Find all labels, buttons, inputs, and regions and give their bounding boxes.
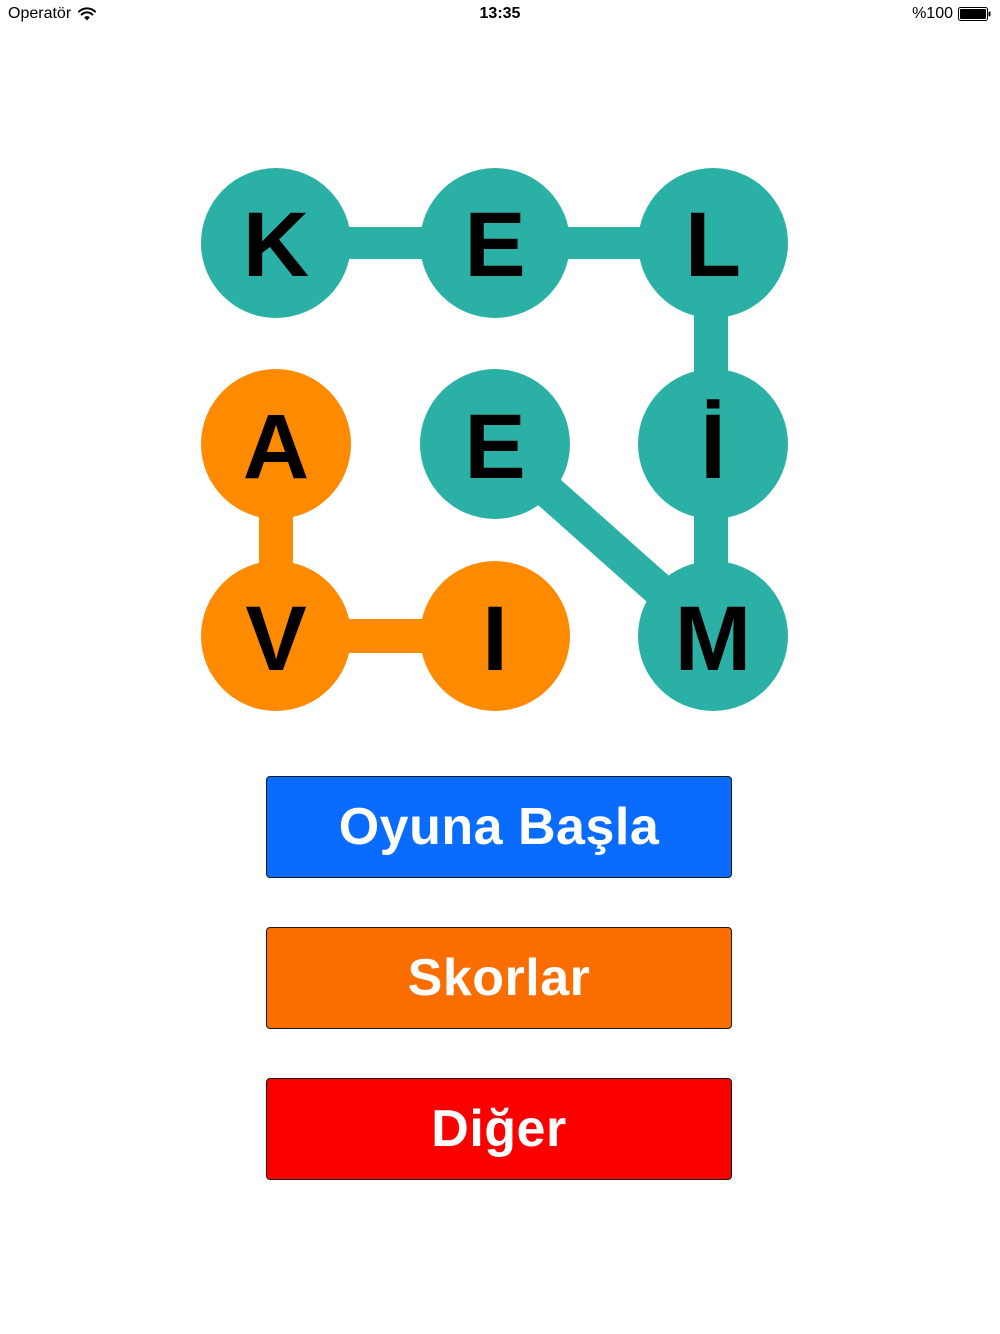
letter-v: V (201, 561, 351, 711)
battery-percent: %100 (912, 5, 953, 22)
letter-e-middle: E (420, 369, 570, 519)
status-left: Operatör (8, 5, 97, 23)
letter-i-dotted-char: İ (700, 396, 726, 498)
letter-a-char: A (243, 396, 309, 498)
carrier-label: Operatör (8, 5, 72, 22)
letter-l-char: L (685, 194, 741, 296)
letter-i-char: I (482, 588, 508, 690)
letter-a: A (201, 369, 351, 519)
letter-k-char: K (243, 194, 309, 296)
other-label: Diğer (431, 1100, 567, 1158)
wifi-icon (78, 7, 97, 21)
letter-l: L (638, 168, 788, 318)
letter-i: I (420, 561, 570, 711)
status-bar: Operatör 13:35 %100 (0, 0, 1000, 30)
battery-icon (958, 7, 991, 21)
letter-m-char: M (675, 588, 752, 690)
status-time: 13:35 (479, 5, 521, 22)
letter-e-middle-char: E (464, 396, 525, 498)
kelavim-logo: K E L A E İ V I M (201, 168, 788, 711)
letter-e-top: E (420, 168, 570, 318)
start-game-button[interactable]: Oyuna Başla (266, 776, 732, 878)
letter-e-top-char: E (464, 194, 525, 296)
letter-k: K (201, 168, 351, 318)
scores-label: Skorlar (407, 949, 591, 1007)
other-button[interactable]: Diğer (266, 1078, 732, 1180)
letter-v-char: V (245, 588, 306, 690)
status-right: %100 (912, 5, 992, 23)
letter-m: M (638, 561, 788, 711)
scores-button[interactable]: Skorlar (266, 927, 732, 1029)
letter-i-dotted: İ (638, 369, 788, 519)
start-game-label: Oyuna Başla (338, 798, 660, 856)
